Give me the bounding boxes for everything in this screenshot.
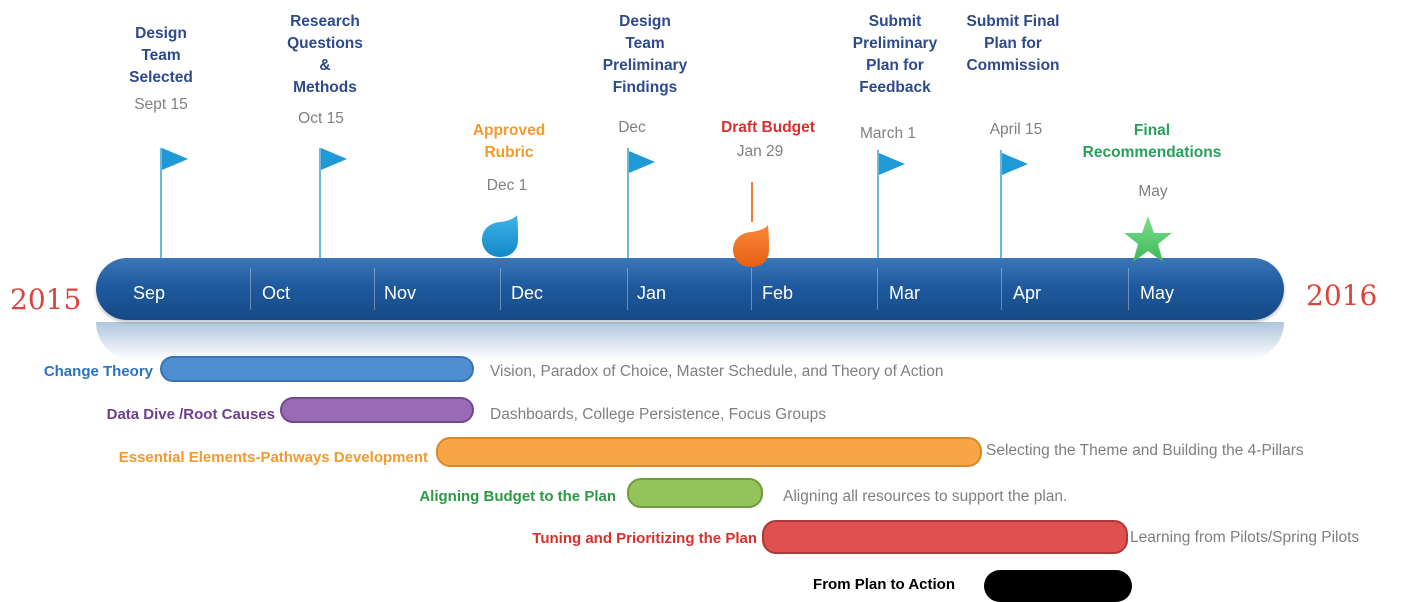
- flag-pole: [1000, 150, 1002, 258]
- flag-pole: [319, 148, 321, 258]
- milestone-title-research-questions: Research Questions & Methods: [287, 13, 363, 96]
- timeline-reflection: [96, 322, 1284, 360]
- track-desc-data-dive: Dashboards, College Persistence, Focus G…: [490, 406, 826, 423]
- track-bar-plan-to-action: [984, 570, 1132, 602]
- track-label-essential-elements: Essential Elements-Pathways Development: [118, 449, 428, 466]
- milestone-date-jan-29: Jan 29: [736, 143, 784, 160]
- month-label-may: May: [1140, 283, 1175, 303]
- track-desc-tuning: Learning from Pilots/Spring Pilots: [1130, 529, 1360, 546]
- month-label-nov: Nov: [384, 283, 417, 303]
- track-bar-aligning-budget: [627, 478, 763, 508]
- flag-pole: [160, 148, 162, 258]
- milestone-title-approved-rubric: Approved Rubric: [472, 122, 546, 161]
- milestone-date-dec-1: Dec 1: [486, 177, 528, 194]
- month-divider: [374, 268, 375, 310]
- month-divider: [1128, 268, 1129, 310]
- month-label-jan: Jan: [637, 283, 667, 303]
- month-divider: [751, 268, 752, 310]
- month-divider: [627, 268, 628, 310]
- track-bar-change-theory: [160, 356, 474, 382]
- milestone-title-draft-budget: Draft Budget: [721, 119, 815, 136]
- track-bar-data-dive: [280, 397, 474, 423]
- month-divider: [877, 268, 878, 310]
- milestone-title-submit-preliminary-plan: Submit Preliminary Plan for Feedback: [852, 13, 938, 96]
- flag-pole: [627, 148, 629, 258]
- milestone-date-oct-15: Oct 15: [298, 110, 344, 127]
- track-desc-essential-elements: Selecting the Theme and Building the 4-P…: [986, 442, 1304, 459]
- milestone-title-final-recommendations: Final Recommendations: [1082, 122, 1222, 161]
- track-bar-essential-elements: [436, 437, 982, 467]
- year-end-label: 2016: [1306, 279, 1378, 312]
- drop-marker-icon: [733, 225, 769, 267]
- milestone-date-april-15: April 15: [989, 121, 1043, 138]
- month-label-feb: Feb: [762, 283, 794, 303]
- month-divider: [250, 268, 251, 310]
- flag-icon: [629, 151, 655, 173]
- year-start-label: 2015: [10, 283, 82, 316]
- track-desc-change-theory: Vision, Paradox of Choice, Master Schedu…: [490, 363, 944, 380]
- flag-pole: [877, 150, 879, 258]
- month-label-sep: Sep: [133, 283, 166, 303]
- month-divider: [1001, 268, 1002, 310]
- month-label-apr: Apr: [1013, 283, 1042, 303]
- month-label-mar: Mar: [889, 283, 920, 303]
- track-label-change-theory: Change Theory: [43, 363, 153, 380]
- track-desc-aligning-budget: Aligning all resources to support the pl…: [783, 488, 1068, 505]
- track-label-tuning: Tuning and Prioritizing the Plan: [532, 530, 757, 547]
- milestone-date-march-1: March 1: [860, 125, 916, 142]
- flag-icon: [879, 153, 905, 175]
- drop-marker-icon: [482, 215, 518, 257]
- month-label-oct: Oct: [262, 283, 291, 303]
- flag-icon: [162, 148, 188, 170]
- track-label-plan-to-action: From Plan to Action: [813, 576, 955, 593]
- milestone-date-sept-15: Sept 15: [134, 96, 188, 113]
- milestone-title-submit-final-plan: Submit Final Plan for Commission: [966, 13, 1060, 74]
- milestone-title-design-team-selected: Design Team Selected: [129, 25, 193, 86]
- track-label-aligning-budget: Aligning Budget to the Plan: [419, 488, 616, 505]
- milestone-date-may: May: [1138, 183, 1168, 200]
- track-label-data-dive: Data Dive /Root Causes: [106, 406, 275, 423]
- flag-icon: [321, 148, 347, 170]
- flag-icon: [1002, 153, 1028, 175]
- month-label-dec: Dec: [511, 283, 544, 303]
- timeline-bar: [96, 258, 1284, 320]
- star-icon: [1124, 216, 1172, 262]
- milestone-date-dec: Dec: [618, 119, 646, 136]
- track-bar-tuning: [762, 520, 1128, 554]
- milestone-title-preliminary-findings: Design Team Preliminary Findings: [602, 13, 688, 96]
- marker-pole: [751, 182, 753, 222]
- month-divider: [500, 268, 501, 310]
